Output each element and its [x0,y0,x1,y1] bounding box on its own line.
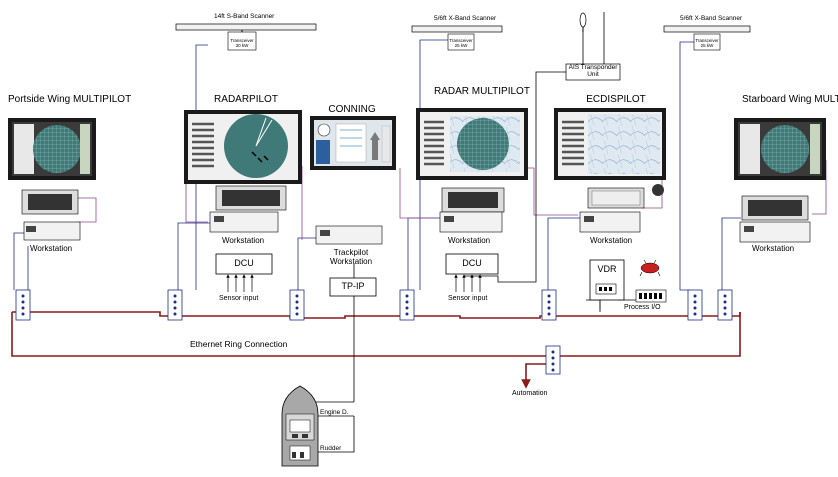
ecdispilot-title: ECDISPILOT [586,94,646,105]
transceiver-2-label: Transceiver 25 kW [449,38,473,48]
sensor-arrows-1 [226,274,254,292]
radar-multipilot-workstation-label: Workstation [448,236,491,245]
radar-multipilot-monitor [416,108,528,180]
scanner-3-label: 5/6ft X-Band Scanner [680,15,743,22]
dcu-box-2 [445,253,499,275]
radarpilot-workstation-label: Workstation [222,236,265,245]
rudder-label: Rudder [320,445,342,452]
engine-label: Engine D. [320,409,349,416]
process-io-unit [635,289,667,303]
scanner-s-band [175,23,317,51]
radar-multipilot-title: RADAR MULTIPILOT [434,86,530,97]
starboard-title: Starboard Wing MULTIPILOT [742,94,838,105]
ship-icon [281,385,319,467]
dcu-box-1 [215,253,273,275]
scanner-2-label: 5/6ft X-Band Scanner [434,15,497,22]
tpip-label: TP-IP [341,281,365,291]
transceiver-1-label: Transceiver 30 kW [230,38,254,48]
vdr-unit [589,259,625,301]
ais-antenna-icon [579,12,587,32]
portside-workstation-label: Workstation [30,244,73,253]
ethernet-ring-label: Ethernet Ring Connection [190,339,288,349]
sensor-input-1-label: Sensor input [219,295,259,302]
dcu-1-label: DCU [234,258,254,268]
dcu-2-label: DCU [462,258,482,268]
tpip-box [329,277,377,297]
radarpilot-monitor [184,110,302,184]
vdr-capsule-icon [639,259,661,277]
workstation-units [21,184,811,245]
ais-label: AIS Transponder Unit [568,64,618,78]
vdr-label: VDR [597,264,617,274]
sensor-arrows-2 [454,274,482,292]
conning-monitor [310,116,396,170]
automation-label: Automation [512,390,548,397]
sensor-input-2-label: Sensor input [448,295,488,302]
trackpilot-workstation-label: Trackpilot Workstation [329,248,373,266]
ecdis-monitor [554,108,666,180]
ais-box [565,63,621,81]
ethernet-ring [11,311,741,357]
portside-monitor [8,118,96,180]
portside-title: Portside Wing MULTIPILOT [8,94,132,105]
scanner-x-band-1 [411,25,503,51]
radarpilot-title: RADARPILOT [214,94,278,105]
starboard-workstation-label: Workstation [752,244,795,253]
process-io-label: Process I/O [624,304,661,311]
scanner-x-band-2 [663,25,751,51]
switch-ports [21,294,727,372]
ecdispilot-workstation-label: Workstation [590,236,633,245]
transceiver-3-label: Transceiver 25 kW [695,38,719,48]
ethernet-switches [15,289,733,375]
starboard-monitor [734,118,826,180]
scanner-1-label: 14ft S-Band Scanner [214,13,275,20]
conning-title: CONNING [328,104,376,115]
